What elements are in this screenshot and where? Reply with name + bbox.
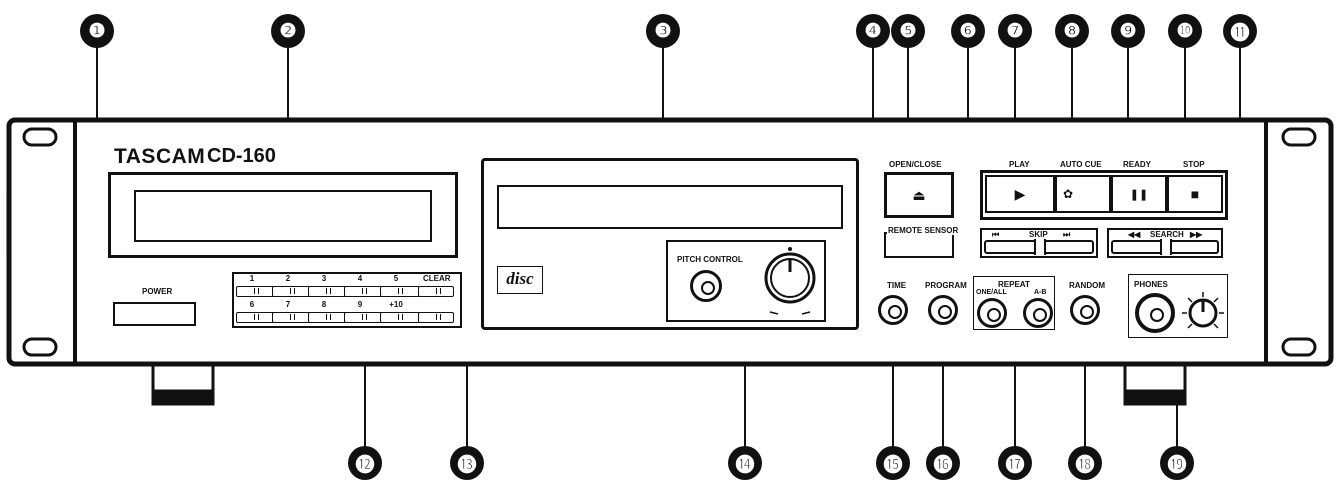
auto-cue-label: AUTO CUE: [1060, 160, 1102, 169]
callout-16: ⓰: [926, 446, 960, 480]
callout-5: ❺: [891, 14, 925, 48]
random-button[interactable]: [1070, 295, 1100, 325]
program-button[interactable]: [928, 295, 958, 325]
callout-4: ❹: [856, 14, 890, 48]
power-label: POWER: [142, 287, 173, 296]
skip-rocker-center: [1034, 239, 1046, 255]
key-7-label: 7: [285, 300, 291, 309]
callout-6: ❻: [951, 14, 985, 48]
callout-10: ❿: [1168, 14, 1202, 48]
callout-18: ⓲: [1068, 446, 1102, 480]
callout-13: ⓭: [450, 446, 484, 480]
remote-sensor-window: [884, 232, 954, 258]
keypad-blank-key[interactable]: [418, 312, 454, 323]
time-button[interactable]: [878, 295, 908, 325]
callout-15: ⓯: [876, 446, 910, 480]
rewind-icon: ◀◀: [1128, 230, 1141, 239]
pitch-knob[interactable]: [760, 244, 820, 320]
clear-key[interactable]: [418, 286, 454, 297]
key-8-label: 8: [321, 300, 327, 309]
play-label: PLAY: [1009, 160, 1030, 169]
skip-prev-icon: ⏮: [992, 230, 1000, 239]
key-5[interactable]: [380, 286, 420, 297]
open-close-button[interactable]: ⏏: [884, 172, 954, 218]
eject-icon: ⏏: [912, 186, 926, 203]
stop-button[interactable]: ■: [1167, 175, 1223, 213]
key-9[interactable]: [344, 312, 384, 323]
pitch-control-button[interactable]: [690, 270, 722, 302]
callout-3: ❸: [646, 14, 680, 48]
tascam-logo: TASCAM: [114, 145, 206, 168]
callout-7: ❼: [998, 14, 1032, 48]
phones-volume-knob[interactable]: [1180, 290, 1226, 336]
callout-1: ❶: [80, 14, 114, 48]
model-name: CD-160: [207, 145, 276, 167]
callout-14: ⓮: [728, 446, 762, 480]
open-close-label: OPEN/CLOSE: [889, 160, 942, 169]
key-3-label: 3: [321, 274, 327, 283]
search-rocker-center: [1160, 239, 1172, 255]
key-plus10[interactable]: [380, 312, 420, 323]
ready-button[interactable]: ❚❚: [1111, 175, 1167, 213]
stop-icon: ■: [1190, 186, 1200, 202]
key-6[interactable]: [236, 312, 276, 323]
callout-19: ⓳: [1160, 446, 1194, 480]
ready-label: READY: [1123, 160, 1152, 169]
key-6-label: 6: [249, 300, 255, 309]
key-3[interactable]: [308, 286, 348, 297]
callout-8: ❽: [1055, 14, 1089, 48]
display-screen: [134, 190, 432, 242]
callout-12: ⓬: [348, 446, 382, 480]
key-2[interactable]: [272, 286, 312, 297]
key-plus10-label: +10: [389, 300, 403, 309]
random-label: RANDOM: [1069, 281, 1105, 290]
key-1-label: 1: [249, 274, 255, 283]
skip-next-icon: ⏭: [1063, 230, 1071, 239]
phones-jack[interactable]: [1135, 293, 1175, 333]
skip-label: SKIP: [1029, 230, 1048, 239]
key-9-label: 9: [357, 300, 363, 309]
key-5-label: 5: [393, 274, 399, 283]
a-b-label: A-B: [1034, 289, 1047, 296]
fast-forward-icon: ▶▶: [1190, 230, 1203, 239]
disc-tray-slot: [497, 185, 843, 229]
search-label: SEARCH: [1150, 230, 1184, 239]
program-label: PROGRAM: [925, 281, 967, 290]
callout-17: ⓱: [998, 446, 1032, 480]
play-icon: ▶: [1014, 185, 1026, 202]
callout-2: ❷: [271, 14, 305, 48]
auto-cue-button[interactable]: ✿: [1055, 175, 1111, 213]
clear-label: CLEAR: [423, 274, 451, 283]
repeat-a-b-button[interactable]: [1023, 298, 1053, 328]
pitch-control-label: PITCH CONTROL: [677, 255, 743, 264]
stop-label: STOP: [1183, 160, 1205, 169]
play-button[interactable]: ▶: [985, 175, 1055, 213]
repeat-one-all-button[interactable]: [977, 298, 1007, 328]
callout-11: ⓫: [1223, 14, 1257, 48]
auto-cue-indicator-icon: ✿: [1063, 187, 1074, 201]
power-button[interactable]: [113, 302, 196, 326]
key-4-label: 4: [357, 274, 363, 283]
key-1[interactable]: [236, 286, 276, 297]
remote-sensor-label: REMOTE SENSOR: [887, 226, 960, 235]
phones-label: PHONES: [1134, 280, 1168, 289]
one-all-label: ONE/ALL: [976, 289, 1007, 296]
key-4[interactable]: [344, 286, 384, 297]
callout-9: ❾: [1111, 14, 1145, 48]
time-label: TIME: [887, 281, 907, 290]
repeat-label: REPEAT: [998, 280, 1030, 289]
pause-icon: ❚❚: [1129, 188, 1149, 201]
key-2-label: 2: [285, 274, 291, 283]
key-7[interactable]: [272, 312, 312, 323]
key-8[interactable]: [308, 312, 348, 323]
compact-disc-logo: disc: [497, 266, 543, 294]
